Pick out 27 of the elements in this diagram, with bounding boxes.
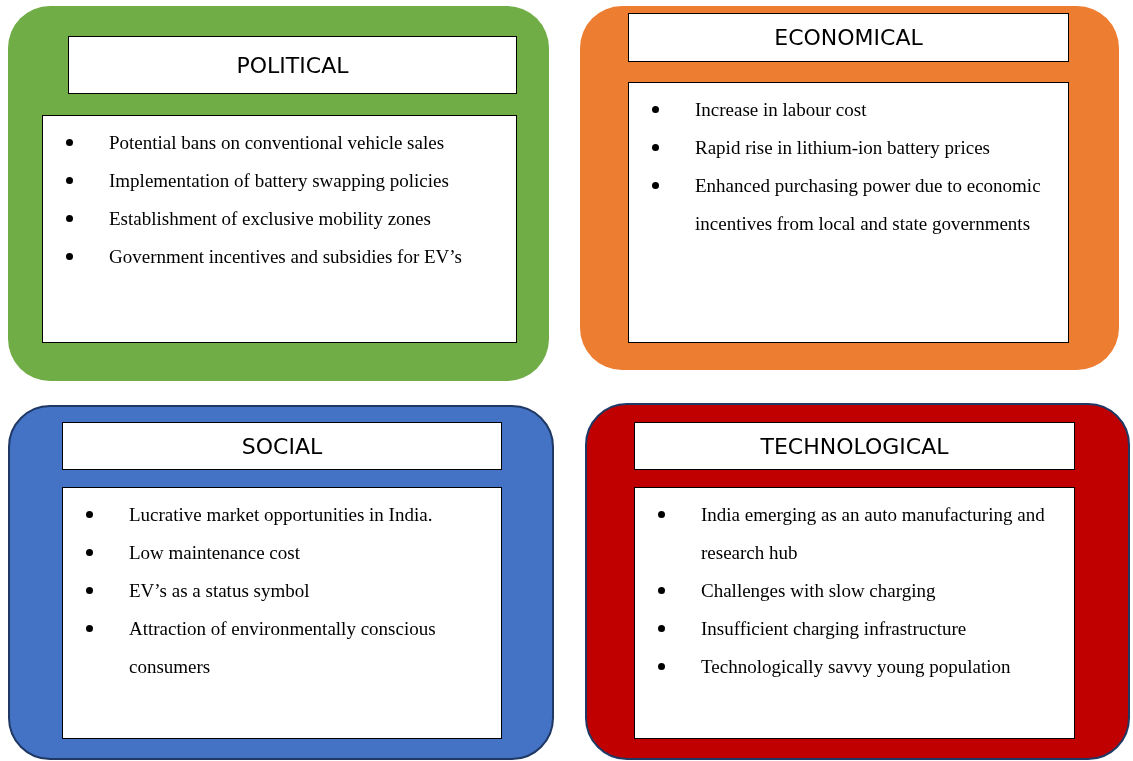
- panel-heading: SOCIAL: [62, 422, 502, 470]
- list-item-text: Potential bans on conventional vehicle sales: [109, 131, 445, 155]
- bullet-list-box: [634, 487, 1075, 739]
- list-item-text: Technologically savvy young population: [701, 655, 1011, 679]
- list-item-text: Insufficient charging infrastructure: [701, 617, 967, 641]
- bullet-list-box: [42, 115, 517, 343]
- bullet-list-box: [628, 82, 1069, 343]
- panel-heading: TECHNOLOGICAL: [634, 422, 1075, 470]
- list-item-text: Establishment of exclusive mobility zones: [109, 207, 431, 231]
- list-item-text: Attraction of environmentally conscious consumers: [129, 617, 437, 679]
- category-panel: [585, 403, 1130, 760]
- list-item-text: Enhanced purchasing power due to economic incentives from local and state governments: [695, 174, 1042, 236]
- list-item-text: Government incentives and subsidies for EV’s: [109, 245, 462, 269]
- category-panel: [8, 405, 554, 760]
- category-panel: [580, 6, 1119, 370]
- list-item-text: India emerging as an auto manufacturing and research hub: [701, 503, 1046, 565]
- panel-heading: POLITICAL: [68, 36, 517, 94]
- list-item-text: EV’s as a status symbol: [129, 579, 310, 603]
- bullet-list-box: [62, 487, 502, 739]
- list-item-text: Implementation of battery swapping policies: [109, 169, 449, 193]
- list-item-text: Challenges with slow charging: [701, 579, 936, 603]
- list-item-text: Rapid rise in lithium-ion battery prices: [695, 136, 990, 160]
- list-item-text: Low maintenance cost: [129, 541, 300, 565]
- list-item-text: Lucrative market opportunities in India.: [129, 503, 433, 527]
- panel-heading: ECONOMICAL: [628, 13, 1069, 62]
- category-panel: [8, 6, 549, 381]
- list-item-text: Increase in labour cost: [695, 98, 867, 122]
